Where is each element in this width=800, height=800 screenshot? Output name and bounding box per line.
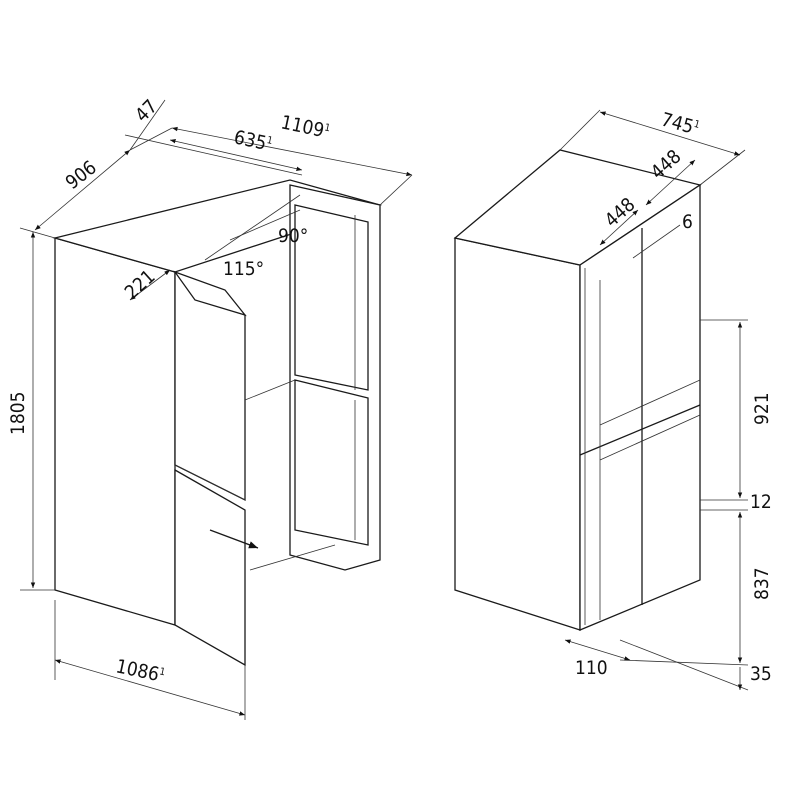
right-dimensions (559, 109, 749, 691)
label-upper-door-height: 921 (751, 392, 773, 425)
left-fridge-open-doors (52, 179, 383, 667)
label-vertical-gap: 12 (750, 491, 772, 513)
label-depth: 906 (62, 157, 101, 194)
label-plinth-depth: 110 (575, 657, 608, 679)
label-lower-door-height: 837 (751, 567, 773, 600)
left-door-top-handle (173, 270, 247, 317)
label-angle-90: 90° (278, 225, 308, 247)
label-angle-115: 115° (223, 258, 264, 280)
label-door-width: 6351 (232, 126, 274, 155)
label-door-gap: 6 (682, 211, 693, 233)
right-cabinet-front (579, 183, 701, 631)
door-open-direction-arrow-icon (209, 529, 259, 549)
left-lower-door-right (294, 379, 369, 546)
label-width: 7451 (659, 109, 702, 140)
label-total-width-open: 11091 (279, 111, 332, 143)
right-fridge-closed (453, 149, 702, 631)
left-dimensions (19, 99, 413, 720)
label-offset: 47 (131, 96, 162, 127)
left-open-door-lower (174, 468, 246, 667)
left-upper-door-right (294, 204, 369, 391)
label-plinth-height: 35 (750, 663, 772, 685)
label-depth-open-door: 10861 (114, 655, 167, 687)
label-height: 1805 (7, 392, 29, 436)
right-cabinet-side (454, 237, 581, 631)
left-cabinet-side (54, 237, 176, 626)
